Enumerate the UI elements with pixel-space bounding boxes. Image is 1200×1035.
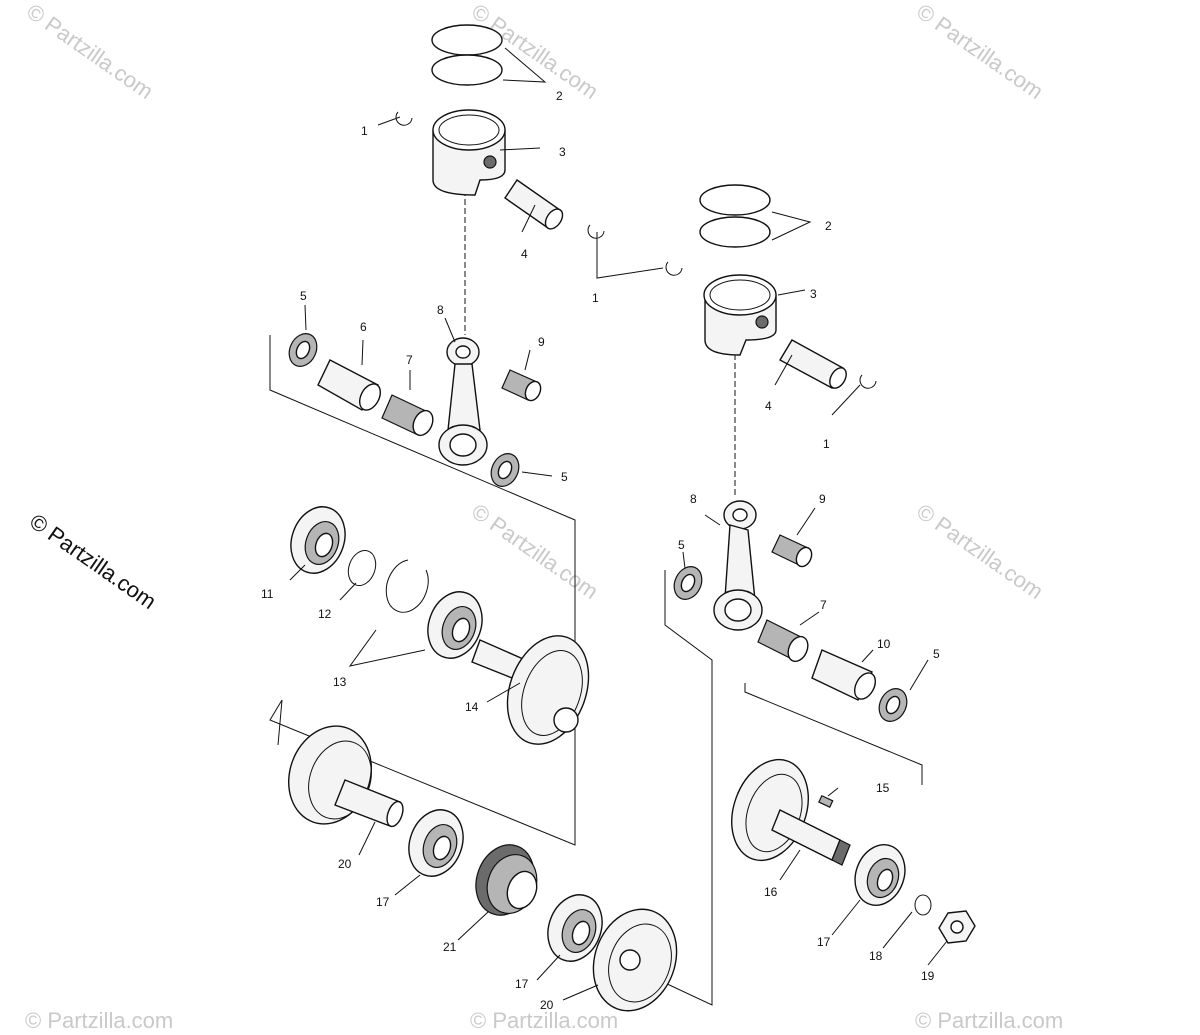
callout-label: 7 [820,598,827,612]
callout-label: 3 [810,287,817,301]
callout-label: 5 [933,647,940,661]
callout-label: 14 [465,700,479,714]
callout-labels: 1 2 3 4 1 2 3 4 1 5 6 8 9 7 5 8 9 5 7 10… [261,89,940,1012]
callout-label: 17 [515,977,529,991]
callout-label: 11 [261,587,274,601]
callout-label: 4 [521,247,528,261]
callout-label: 19 [921,969,935,983]
connecting-rods [438,337,763,631]
watermark: © Partzilla.com [912,0,1048,104]
callout-label: 18 [869,949,883,963]
callout-label: 20 [540,998,554,1012]
callout-label: 15 [876,781,890,795]
callout-label: 5 [561,470,568,484]
circlips [395,111,877,389]
callout-label: 2 [556,89,563,103]
piston-right [703,274,777,356]
wrist-pins [504,179,847,389]
callout-label: 4 [765,399,772,413]
piston-rings [431,24,771,248]
watermark: © Partzilla.com [915,1008,1063,1033]
callout-label: 1 [592,291,599,305]
callout-label: 10 [877,637,891,651]
main-bearings [290,506,906,962]
small-parts [818,794,976,944]
watermark-group: © Partzilla.com © Partzilla.com © Partzi… [22,0,1063,1033]
leader-lines [289,47,948,1001]
labyrinth-seal [475,844,538,916]
watermark: © Partzilla.com [467,499,603,605]
watermark: © Partzilla.com [25,1008,173,1033]
crank-half-14 [471,635,590,745]
callout-label: 2 [825,219,832,233]
callout-label: 17 [376,895,390,909]
side-watermark: © Partzilla.com [25,509,161,615]
snap-rings [347,550,429,613]
callout-label: 1 [823,437,830,451]
callout-label: 7 [406,353,413,367]
watermark: © Partzilla.com [912,499,1048,605]
callout-label: 9 [819,492,826,506]
callout-label: 20 [338,857,352,871]
callout-label: 16 [764,885,778,899]
callout-label: 9 [538,335,545,349]
piston-left [432,109,506,196]
callout-label: 5 [300,289,307,303]
crank-half-20-bottom [592,908,678,1012]
callout-label: 13 [333,675,347,689]
watermark: © Partzilla.com [22,0,158,104]
callout-label: 8 [437,303,444,317]
crank-pins [317,359,877,701]
callout-label: 6 [360,320,367,334]
callout-label: 17 [817,935,831,949]
watermark: © Partzilla.com [470,1008,618,1033]
callout-label: 3 [559,145,566,159]
callout-label: 8 [690,492,697,506]
callout-label: 21 [443,940,457,954]
callout-label: 12 [318,607,332,621]
crank-half-16 [731,758,851,866]
callout-label: 5 [678,538,685,552]
thrust-washers [288,333,908,722]
needle-bearings [381,369,813,663]
crank-half-20-top [288,725,404,828]
callout-label: 1 [361,124,368,138]
